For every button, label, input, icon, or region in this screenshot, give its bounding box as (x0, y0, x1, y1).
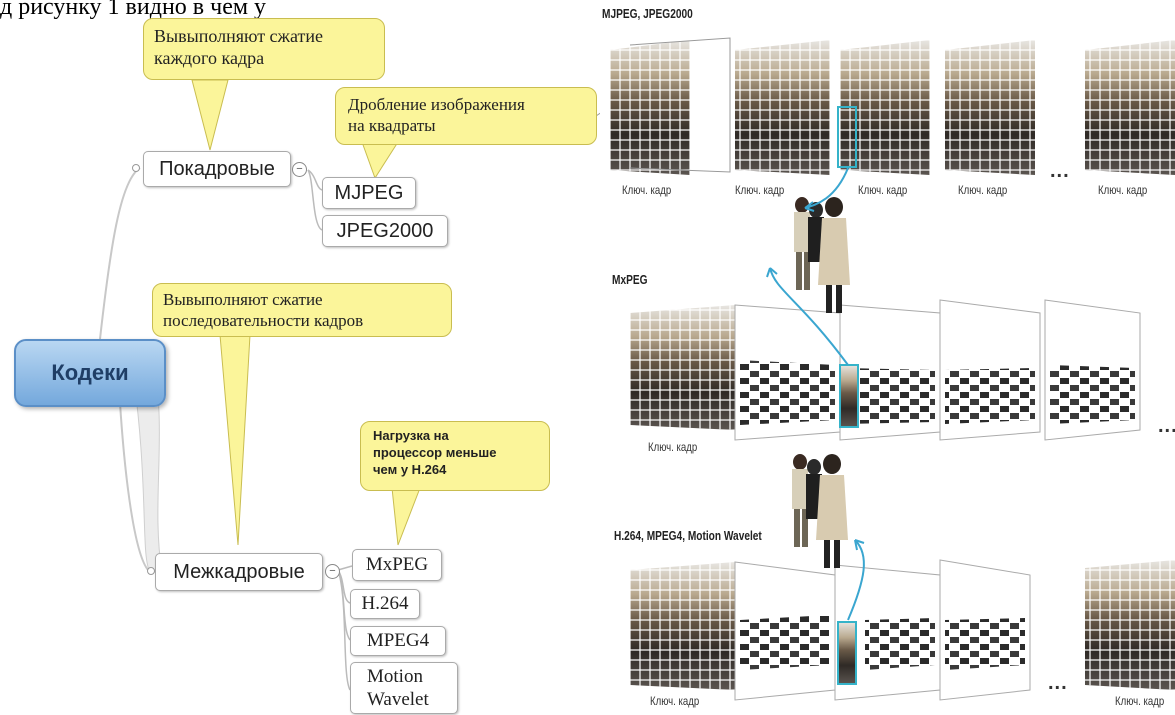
caption-text: д рисунку 1 видно в чем у (0, 0, 267, 20)
codec-illustration: MJPEG, JPEG2000 Ключ. кадр Ключ. кадр Кл… (600, 0, 1175, 715)
sequence-title: H.264, MPEG4, Motion Wavelet (614, 528, 762, 543)
collapse-toggle[interactable]: − (292, 162, 307, 177)
callout-line: Дробление изображения (348, 95, 525, 114)
sequence-title: MJPEG, JPEG2000 (602, 6, 693, 21)
node-inter-frame[interactable]: Межкадровые (155, 553, 323, 591)
node-mxpeg[interactable]: MxPEG (352, 549, 442, 581)
callout-line: последовательности кадров (163, 311, 364, 330)
collapse-toggle[interactable]: − (325, 564, 340, 579)
callout-line: Вывыполняют сжатие (154, 26, 323, 46)
node-mpeg4[interactable]: MPEG4 (350, 626, 446, 656)
callout-line: Нагрузка на (373, 428, 449, 443)
callout-sequence: Вывыполняют сжатие последовательности ка… (152, 283, 452, 337)
callout-line: на квадраты (348, 116, 436, 135)
motion-arrows (766, 167, 865, 621)
frame-label: Ключ. кадр (650, 694, 700, 708)
branch-anchor (132, 164, 140, 172)
row3-frames (630, 559, 1175, 701)
callout-line: Вывыполняют сжатие (163, 290, 323, 309)
frame-graphics (610, 37, 1175, 701)
branch-anchor (147, 567, 155, 575)
callout-line: процессор меньше (373, 445, 497, 460)
frame-label: Ключ. кадр (735, 183, 785, 197)
frame-label: Ключ. кадр (1115, 694, 1165, 708)
sequence-title: MxPEG (612, 272, 648, 287)
center-node[interactable]: Кодеки (14, 339, 166, 407)
ellipsis: ... (1048, 672, 1068, 694)
callout-line: каждого кадра (154, 48, 265, 68)
row2-frames (630, 299, 1141, 441)
node-mjpeg[interactable]: MJPEG (322, 177, 416, 209)
frame-label: Ключ. кадр (858, 183, 908, 197)
frame-label: Ключ. кадр (648, 440, 698, 454)
node-motion-wavelet[interactable]: Motion Wavelet (350, 662, 458, 714)
codec-mindmap: Вывыполняют сжатие каждого кадра Дроблен… (14, 18, 600, 714)
ellipsis: ... (1050, 160, 1070, 182)
callout-cpu-load: Нагрузка на процессор меньше чем у H.264 (360, 421, 550, 491)
callout-line: чем у H.264 (373, 462, 447, 477)
ellipsis: ... (1158, 415, 1175, 437)
frame-label: Ключ. кадр (622, 183, 672, 197)
callout-per-frame: Вывыполняют сжатие каждого кадра (143, 18, 385, 80)
people-figures (792, 197, 850, 568)
frame-label: Ключ. кадр (958, 183, 1008, 197)
node-per-frame[interactable]: Покадровые (143, 151, 291, 187)
frame-label: Ключ. кадр (1098, 183, 1148, 197)
callout-tiling: Дробление изображения на квадраты (335, 87, 597, 145)
node-h264[interactable]: H.264 (350, 589, 420, 619)
mindmap-connectors (99, 79, 600, 691)
node-jpeg2000[interactable]: JPEG2000 (322, 215, 448, 247)
row1-frames (610, 37, 1175, 175)
